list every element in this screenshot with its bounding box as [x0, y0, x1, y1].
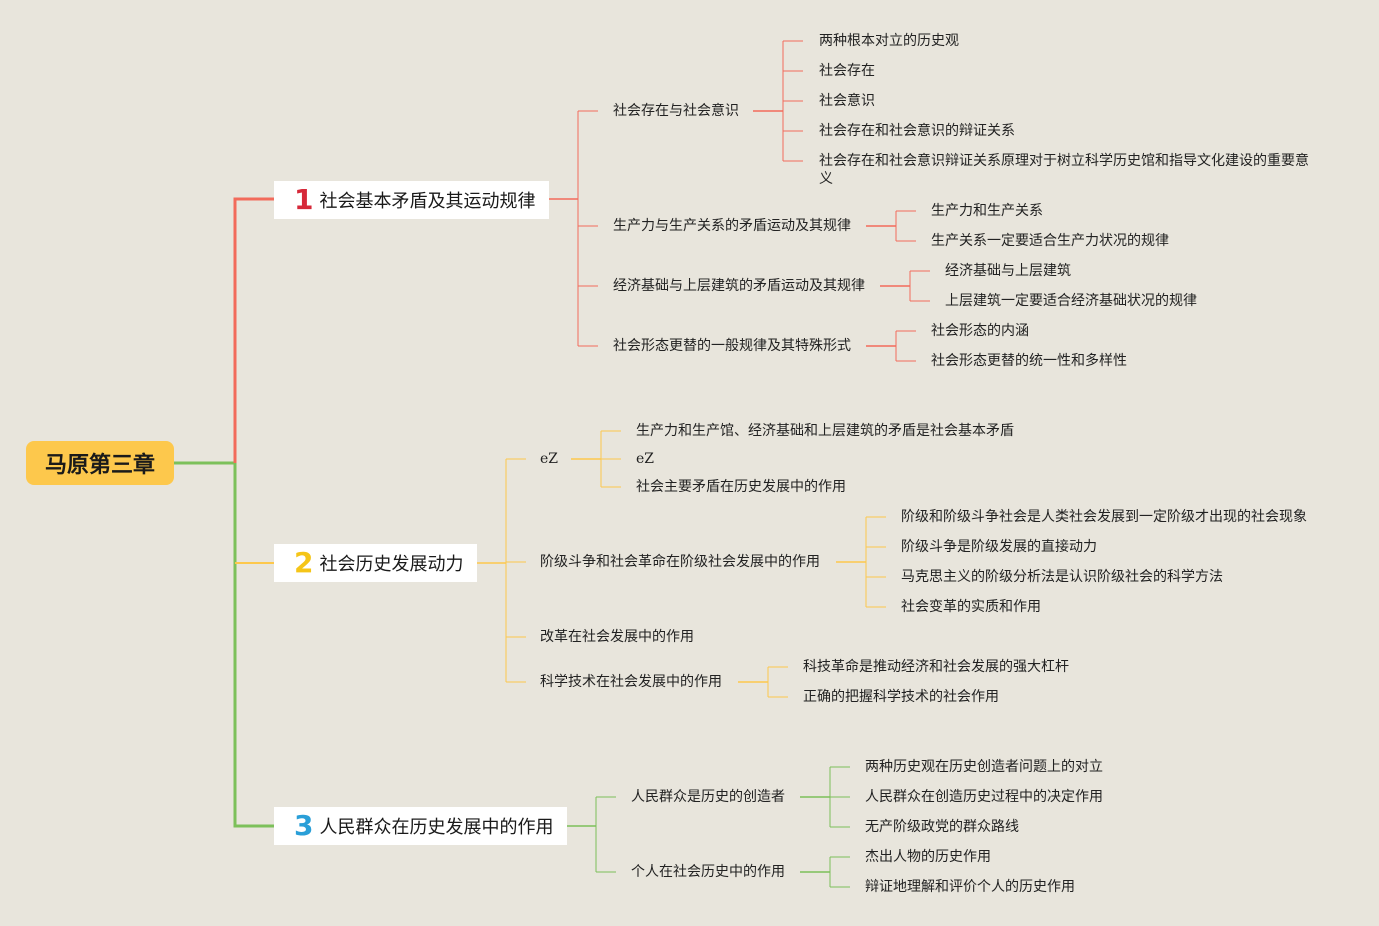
root-label: 马原第三章 [44, 453, 155, 478]
sub-node[interactable]: 经济基础与上层建筑的矛盾运动及其规律 [613, 278, 865, 294]
leaf-node[interactable]: 马克思主义的阶级分析法是认识阶级社会的科学方法 [901, 569, 1223, 585]
connector-line [233, 197, 274, 463]
leaf-node[interactable]: 社会存在 [819, 63, 875, 79]
branch-2-node[interactable]: 2 社会历史发展动力 [274, 544, 478, 582]
leaf-node[interactable]: 上层建筑一定要适合经济基础状况的规律 [945, 293, 1197, 309]
leaf-node[interactable]: 辩证地理解和评价个人的历史作用 [865, 879, 1075, 895]
sub-node[interactable]: 社会形态更替的一般规律及其特殊形式 [613, 338, 851, 354]
leaf-node[interactable]: 社会形态更替的统一性和多样性 [931, 353, 1127, 369]
sub-node[interactable]: 阶级斗争和社会革命在阶级社会发展中的作用 [540, 554, 820, 570]
leaf-node[interactable]: 社会意识 [819, 93, 875, 109]
root-node[interactable]: 马原第三章 [26, 441, 174, 485]
leaf-node[interactable]: 社会存在和社会意识辩证关系原理对于树立科学历史馆和指导文化建设的重要意义 [819, 153, 1309, 187]
sub-node[interactable]: eZ [540, 451, 559, 467]
sub-node[interactable]: 科学技术在社会发展中的作用 [540, 674, 722, 690]
leaf-node[interactable]: 人民群众在创造历史过程中的决定作用 [865, 789, 1103, 805]
sub-node[interactable]: 改革在社会发展中的作用 [540, 629, 694, 645]
branch-1-number: 1 [294, 183, 314, 216]
branch-3-number: 3 [294, 809, 314, 842]
leaf-node[interactable]: 两种根本对立的历史观 [819, 33, 959, 49]
leaf-node[interactable]: 两种历史观在历史创造者问题上的对立 [865, 759, 1103, 775]
leaf-node[interactable]: 科技革命是推动经济和社会发展的强大杠杆 [803, 659, 1069, 675]
leaf-node[interactable]: 阶级斗争是阶级发展的直接动力 [901, 539, 1097, 555]
leaf-node[interactable]: 社会形态的内涵 [931, 323, 1029, 339]
sub-node[interactable]: 人民群众是历史的创造者 [631, 789, 785, 805]
leaf-node[interactable]: 社会主要矛盾在历史发展中的作用 [636, 479, 846, 495]
leaf-node[interactable]: 无产阶级政党的群众路线 [865, 819, 1019, 835]
leaf-node[interactable]: 生产力和生产关系 [931, 203, 1043, 219]
leaf-node[interactable]: 经济基础与上层建筑 [945, 263, 1071, 279]
leaf-node[interactable]: 社会变革的实质和作用 [901, 599, 1041, 615]
sub-node[interactable]: 生产力与生产关系的矛盾运动及其规律 [613, 218, 851, 234]
leaf-node[interactable]: 正确的把握科学技术的社会作用 [803, 689, 999, 705]
leaf-node[interactable]: 社会存在和社会意识的辩证关系 [819, 123, 1015, 139]
leaf-node[interactable]: 杰出人物的历史作用 [865, 849, 991, 865]
leaf-node[interactable]: 生产力和生产馆、经济基础和上层建筑的矛盾是社会基本矛盾 [636, 423, 1014, 439]
sub-node[interactable]: 社会存在与社会意识 [613, 103, 739, 119]
leaf-node[interactable]: 生产关系一定要适合生产力状况的规律 [931, 233, 1169, 249]
branch-2-number: 2 [294, 546, 314, 579]
branch-3-node[interactable]: 3 人民群众在历史发展中的作用 [274, 807, 568, 845]
branch-3-title: 人民群众在历史发展中的作用 [319, 817, 554, 838]
sub-node[interactable]: 个人在社会历史中的作用 [631, 864, 785, 880]
branch-2-title: 社会历史发展动力 [319, 554, 464, 575]
leaf-node[interactable]: 阶级和阶级斗争社会是人类社会发展到一定阶级才出现的社会现象 [901, 509, 1307, 525]
connector-line [233, 463, 274, 828]
leaf-node[interactable]: eZ [636, 451, 655, 467]
branch-1-node[interactable]: 1 社会基本矛盾及其运动规律 [274, 181, 550, 219]
branch-1-title: 社会基本矛盾及其运动规律 [319, 191, 536, 212]
